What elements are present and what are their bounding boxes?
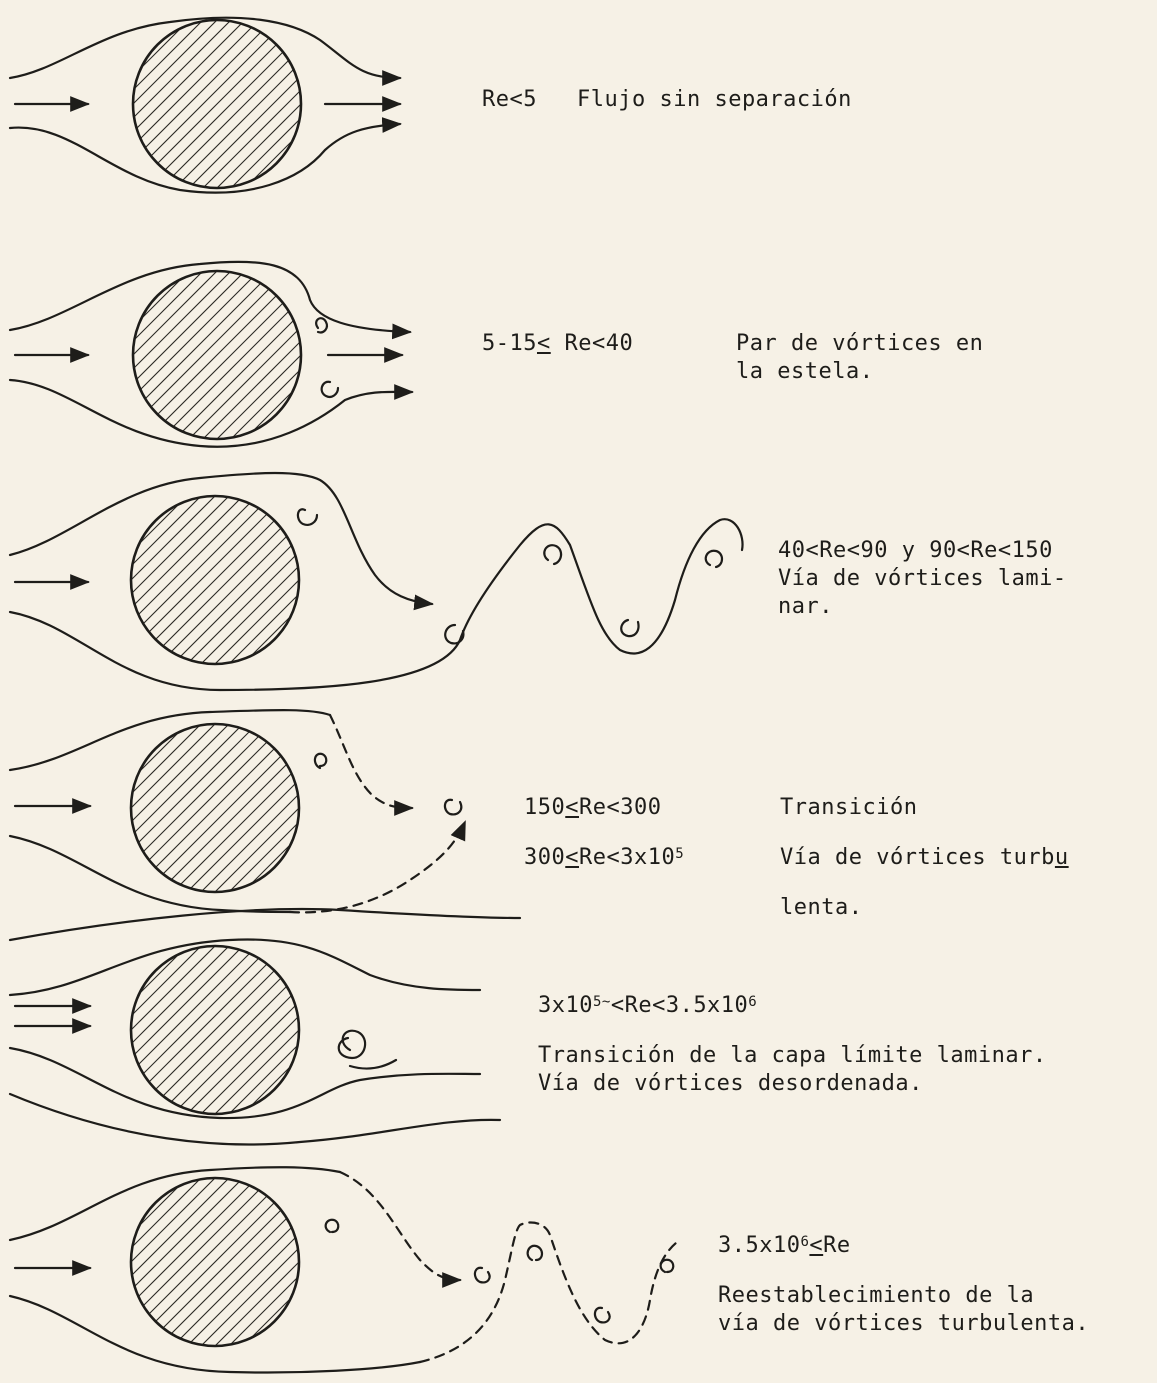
regime-2-range-underlined: < bbox=[537, 331, 551, 356]
regime-4-description-b-line2: lenta. bbox=[780, 894, 862, 922]
vortex-swirl-icon bbox=[298, 509, 317, 525]
regime-4-description-b-underlined: u bbox=[1055, 845, 1069, 870]
regime-4-range-a: 150<Re<300 bbox=[524, 794, 661, 822]
vortex-swirl-icon bbox=[322, 382, 338, 397]
regime-6-description-line2: vía de vórtices turbulenta. bbox=[718, 1310, 1089, 1338]
regime-2-range: 5-15< Re<40 bbox=[482, 330, 633, 358]
vortex-swirl-icon bbox=[528, 1246, 542, 1260]
vortex-swirl-icon bbox=[445, 800, 461, 815]
regime-5-description-line2: Vía de vórtices desordenada. bbox=[538, 1070, 923, 1098]
cylinder-icon bbox=[0, 1112, 505, 1383]
regime-3-range: 40<Re<90 y 90<Re<150 bbox=[778, 537, 1053, 565]
regime-4-range-b: 300<Re<3x105 bbox=[524, 844, 684, 872]
regime-6-range-pre: 3.5x10 bbox=[718, 1233, 800, 1258]
regime-1-description: Flujo sin separación bbox=[577, 86, 852, 114]
regime-5-range-pre: 3x10 bbox=[538, 993, 593, 1018]
regime-5-range-mid: <Re<3.5x10 bbox=[611, 993, 748, 1018]
vortex-swirl-icon bbox=[595, 1308, 610, 1323]
regime-1-range: Re<5 bbox=[482, 86, 537, 114]
regime-4-range-a-underlined: < bbox=[565, 795, 579, 820]
regime-4-range-a-pre: 150 bbox=[524, 795, 565, 820]
regime-2-description-line1: Par de vórtices en bbox=[736, 330, 983, 358]
vortex-swirl-icon bbox=[339, 1031, 365, 1058]
regime-6-range-exponent: 6 bbox=[800, 1234, 809, 1250]
regime-4-range-b-underlined: < bbox=[565, 845, 579, 870]
vortex-swirl-icon bbox=[706, 551, 722, 567]
cylinder-icon bbox=[0, 0, 507, 254]
regime-3-description-line2: nar. bbox=[778, 593, 833, 621]
regime-6-range-underlined: < bbox=[809, 1233, 823, 1258]
regime-3-description-line1: Vía de vórtices lami- bbox=[778, 565, 1067, 593]
row5-flow bbox=[0, 880, 520, 1180]
regime-6-range-post: Re bbox=[823, 1233, 851, 1258]
regime-4-description-b-pre: Vía de vórtices turb bbox=[780, 845, 1055, 870]
cylinder-icon bbox=[0, 430, 505, 730]
regime-4-description-a: Transición bbox=[780, 794, 917, 822]
vortex-swirl-icon bbox=[475, 1268, 490, 1283]
vortex-swirl-icon bbox=[326, 1220, 339, 1232]
vortex-swirl-icon bbox=[621, 620, 638, 636]
row6-flow bbox=[0, 1112, 680, 1383]
vortex-swirl-icon bbox=[316, 318, 327, 332]
regime-5-range-exponent-2: 6 bbox=[748, 994, 757, 1010]
regime-4-range-b-pre: 300 bbox=[524, 845, 565, 870]
regime-4-range-a-post: Re<300 bbox=[579, 795, 661, 820]
regime-4-range-b-exponent: 5 bbox=[675, 846, 684, 862]
cylinder-icon bbox=[0, 880, 505, 1180]
row4-flow bbox=[0, 658, 505, 958]
row3-flow bbox=[0, 430, 743, 730]
vortex-swirl-icon bbox=[544, 545, 561, 564]
regime-4-description-b: Vía de vórtices turbu bbox=[780, 844, 1069, 872]
regime-6-range: 3.5x106<Re bbox=[718, 1232, 851, 1260]
vortex-swirl-icon bbox=[315, 754, 326, 768]
regime-2-description-line2: la estela. bbox=[736, 358, 873, 386]
regime-4-range-b-post: Re<3x10 bbox=[579, 845, 675, 870]
regime-5-range-exponent-1: 5~ bbox=[593, 994, 611, 1010]
row2-flow bbox=[0, 205, 507, 505]
vortex-swirl-icon bbox=[661, 1260, 674, 1272]
row1-flow bbox=[0, 0, 507, 254]
regime-5-description-line1: Transición de la capa límite laminar. bbox=[538, 1042, 1047, 1070]
vortex-swirl-icon bbox=[445, 625, 463, 643]
regime-2-range-post: Re<40 bbox=[551, 331, 633, 356]
regime-2-range-pre: 5-15 bbox=[482, 331, 537, 356]
regime-6-description-line1: Reestablecimiento de la bbox=[718, 1282, 1034, 1310]
regime-5-range: 3x105~<Re<3.5x106 bbox=[538, 992, 757, 1020]
cylinder-icon bbox=[0, 658, 505, 958]
